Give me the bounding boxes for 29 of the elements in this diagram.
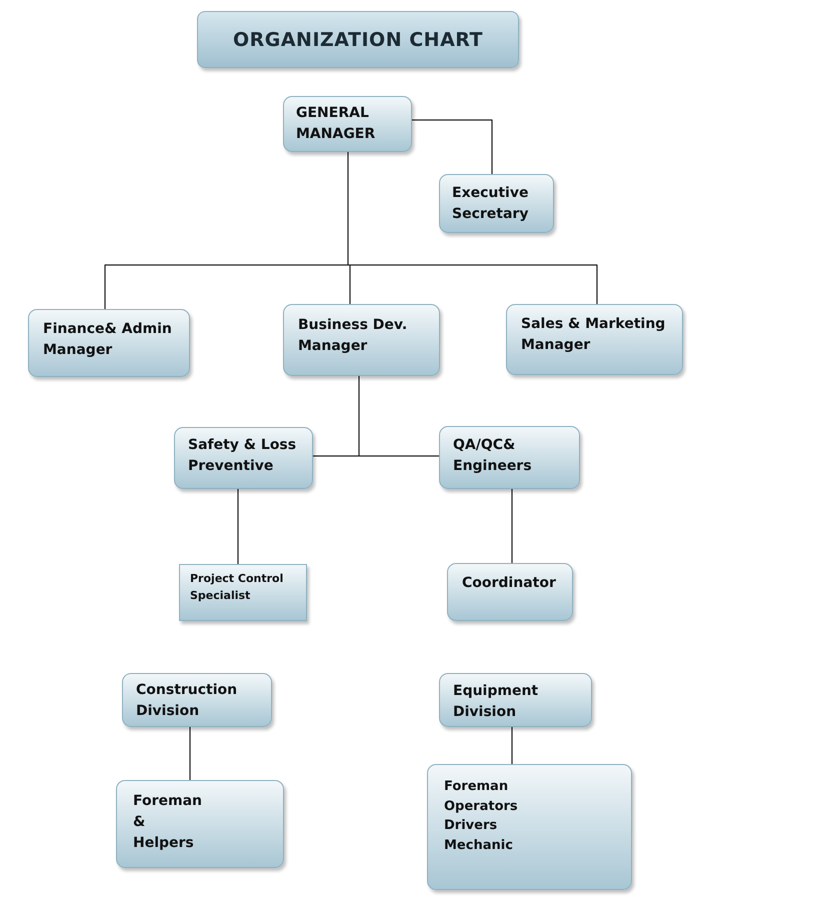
position-box: [116, 780, 284, 868]
position-title: QA/QC& Engineers: [453, 436, 533, 476]
position-box: [28, 309, 190, 377]
position-box: [447, 563, 573, 621]
position-title: Foreman Operators Drivers Mechanic: [444, 778, 518, 854]
position-box: [439, 426, 580, 489]
position-box: [506, 304, 683, 375]
position-title: Project Control Specialist: [190, 571, 284, 604]
position-box: [439, 174, 554, 233]
position-title: Business Dev. Manager: [298, 316, 408, 356]
connector-line: [412, 120, 492, 174]
chart-title: ORGANIZATION CHART: [232, 28, 484, 50]
position-title: Construction Division: [136, 681, 238, 721]
connector-line: [358, 376, 440, 456]
position-box: [427, 764, 632, 890]
position-title: Coordinator: [462, 574, 557, 593]
position-title: Finance& Admin Manager: [43, 320, 173, 360]
position-title: Sales & Marketing Manager: [521, 315, 666, 355]
position-box: [122, 673, 272, 727]
position-title: Foreman & Helpers: [133, 792, 202, 853]
position-title: Safety & Loss Preventive: [188, 436, 298, 476]
position-box: [283, 96, 412, 152]
position-title: Equipment Division: [453, 682, 540, 722]
position-box: [439, 673, 592, 727]
position-box: [174, 427, 313, 489]
position-title: GENERAL MANAGER: [296, 104, 376, 144]
position-box: [283, 304, 440, 376]
position-box: [179, 564, 307, 621]
position-title: Executive Secretary: [452, 184, 530, 224]
